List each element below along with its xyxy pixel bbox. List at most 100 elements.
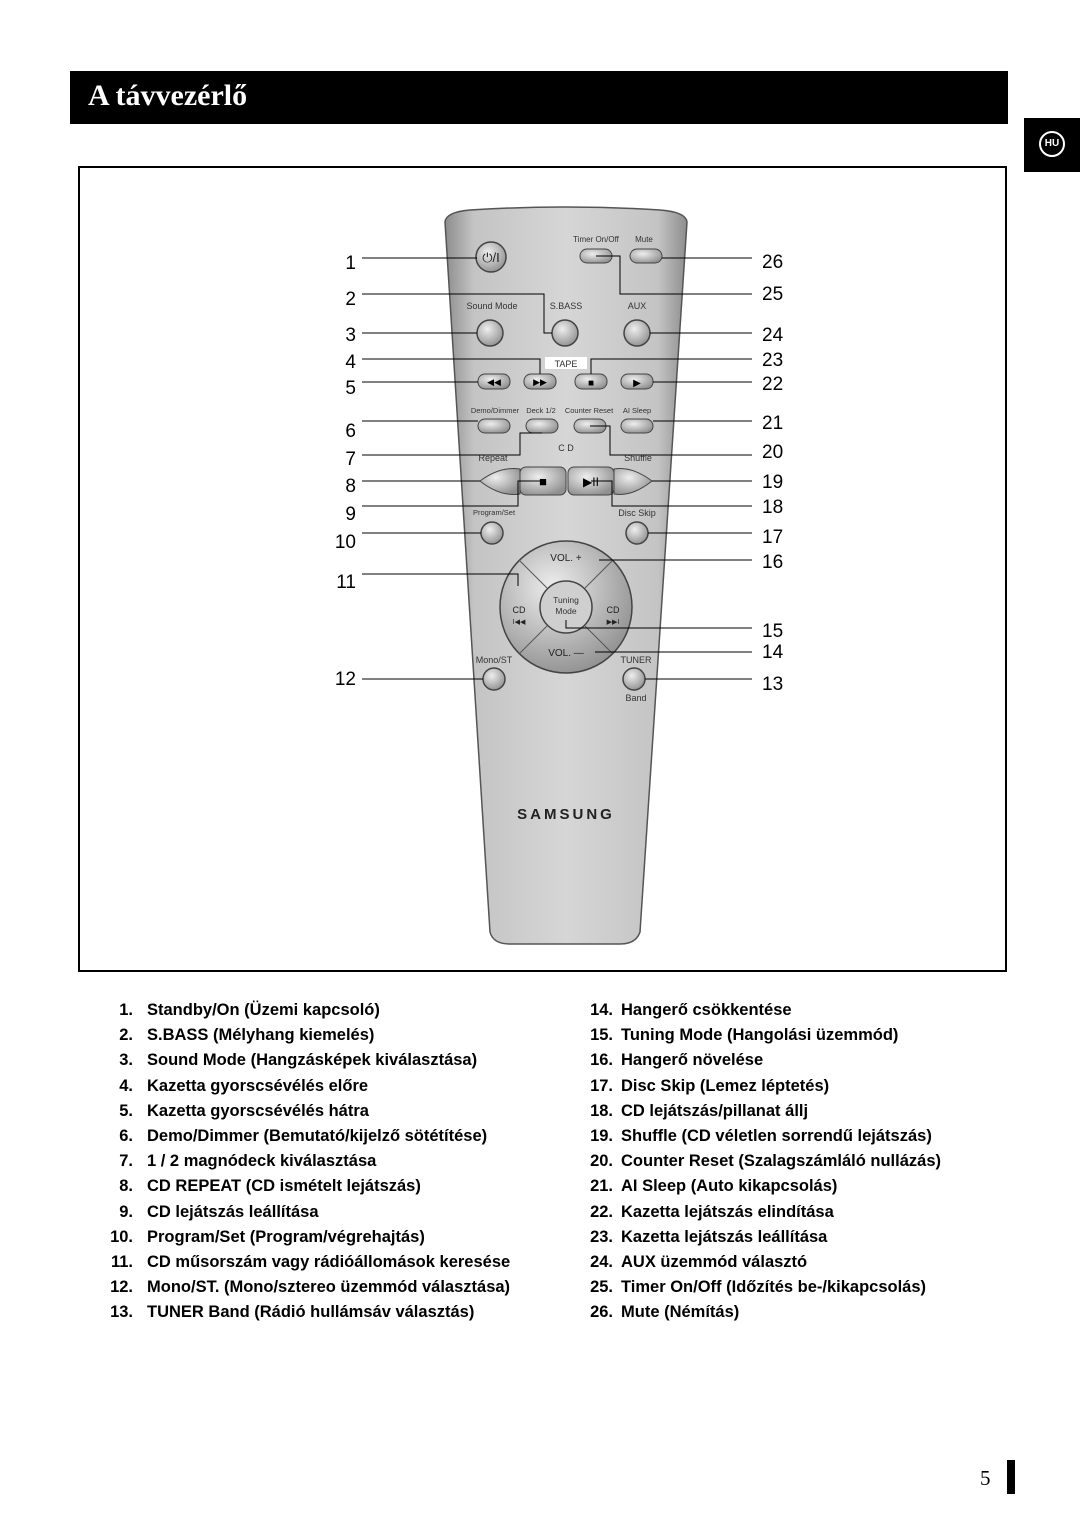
callout-20: 20 (762, 442, 784, 463)
legend-item: 22.Kazetta lejátszás elindítása (590, 1202, 834, 1221)
language-tab: HU (1024, 118, 1080, 172)
band-label: Band (625, 693, 646, 703)
tape-label: TAPE (555, 359, 578, 369)
ff-icon: ▶▶ (533, 377, 547, 387)
legend-item: 5.Kazetta gyorscsévélés hátra (119, 1101, 369, 1120)
callout-1: 1 (345, 253, 356, 274)
callout-25: 25 (762, 284, 784, 305)
mono-label: Mono/ST (476, 655, 513, 665)
shuffle-button (613, 468, 653, 495)
rew-icon: ◀◀ (487, 377, 501, 387)
legend-item: 24.AUX üzemmód választó (590, 1252, 808, 1271)
next-icon: ▶▶I (607, 619, 620, 626)
legend-item: 9.CD lejátszás leállítása (119, 1202, 319, 1221)
callout-21: 21 (762, 413, 784, 434)
timer-label: Timer On/Off (573, 235, 620, 244)
callout-8: 8 (345, 476, 356, 497)
callout-5: 5 (345, 378, 356, 399)
disc-skip-button (625, 521, 649, 545)
aux-button (623, 319, 651, 347)
callout-23: 23 (762, 350, 784, 371)
legend-item: 16.Hangerő növelése (590, 1051, 764, 1070)
legend-item: 8.CD REPEAT (CD ismételt lejátszás) (119, 1177, 421, 1196)
callout-9: 9 (345, 504, 356, 525)
legend-item: 6.Demo/Dimmer (Bemutató/kijelző sötétíté… (119, 1126, 488, 1145)
program-button (480, 521, 504, 545)
sbass-button (551, 319, 579, 347)
legend-right: 14.Hangerő csökkentése 15.Tuning Mode (H… (570, 1001, 941, 1328)
deck-label: Deck 1/2 (526, 406, 556, 415)
tuning-label: Tuning (553, 595, 579, 605)
prev-icon: I◀◀ (513, 619, 526, 626)
disc-skip-label: Disc Skip (618, 508, 656, 518)
legend-item: 12.Mono/ST. (Mono/sztereo üzemmód válasz… (110, 1278, 511, 1297)
cd-stop-icon: ■ (539, 474, 547, 489)
brand-logo: SAMSUNG (517, 806, 615, 823)
shuffle-label: Shuffle (624, 453, 652, 463)
remote-figure (78, 166, 1007, 972)
legend-item: 13.TUNER Band (Rádió hullámsáv választás… (110, 1303, 475, 1322)
legend-item: 14.Hangerő csökkentése (590, 1001, 792, 1019)
legend-item: 15.Tuning Mode (Hangolási üzemmód) (590, 1026, 899, 1045)
page-title: A távvezérlő (88, 79, 248, 112)
callout-10: 10 (334, 532, 356, 553)
callout-17: 17 (762, 527, 784, 548)
repeat-label: Repeat (478, 453, 508, 463)
legend-item: 3.Sound Mode (Hangzásképek kiválasztása) (119, 1051, 478, 1070)
mute-label: Mute (635, 235, 653, 244)
page-number: 5 (980, 1466, 991, 1490)
mono-button (482, 667, 506, 691)
program-label: Program/Set (473, 508, 516, 517)
power-icon: ⏻/I (482, 250, 500, 265)
vol-down-label: VOL. — (548, 648, 584, 659)
legend-item: 2.S.BASS (Mélyhang kiemelés) (119, 1026, 375, 1045)
legend-item: 20.Counter Reset (Szalagszámláló nullázá… (590, 1152, 942, 1171)
counter-label: Counter Reset (565, 406, 614, 415)
legend-item: 25.Timer On/Off (Időzítés be-/kikapcsolá… (590, 1278, 927, 1297)
legend-item: 1.Standby/On (Üzemi kapcsoló) (119, 1001, 380, 1019)
leader-lines-left (362, 257, 552, 680)
power-button (475, 241, 507, 273)
legend-item: 7.1 / 2 magnódeck kiválasztása (119, 1152, 377, 1171)
legend-left: 1.Standby/On (Üzemi kapcsoló) 2.S.BASS (… (96, 1001, 510, 1328)
tuning-mode-button (539, 580, 593, 634)
legend-item: 23.Kazetta lejátszás leállítása (590, 1227, 828, 1246)
callout-4: 4 (345, 352, 356, 373)
title-bar: A távvezérlő (70, 71, 1008, 124)
deck-button (525, 418, 559, 434)
callout-3: 3 (345, 325, 356, 346)
legend-item: 4.Kazetta gyorscsévélés előre (119, 1076, 369, 1095)
callout-14: 14 (762, 642, 784, 663)
demo-label: Demo/Dimmer (471, 406, 520, 415)
legend-item: 19.Shuffle (CD véletlen sorrendű lejátsz… (590, 1126, 932, 1145)
callout-18: 18 (762, 497, 784, 518)
callout-16: 16 (762, 552, 784, 573)
sbass-label: S.BASS (550, 301, 583, 311)
vol-up-label: VOL. + (550, 553, 582, 564)
callout-15: 15 (762, 621, 784, 642)
tuner-band-button (622, 667, 646, 691)
sound-mode-label: Sound Mode (466, 301, 517, 311)
page-marker-bar (1007, 1460, 1015, 1494)
demo-button (477, 418, 511, 434)
leader-lines-right (565, 255, 752, 680)
legend-item: 11.CD műsorszám vagy rádióállomások kere… (110, 1252, 511, 1271)
callout-2: 2 (345, 289, 356, 310)
cd-play-icon: ▶II (583, 475, 599, 489)
callout-26: 26 (762, 252, 784, 273)
callout-11: 11 (336, 572, 356, 593)
mode-label: Mode (555, 606, 577, 616)
aux-label: AUX (628, 301, 647, 311)
cd-right-label: CD (607, 605, 620, 615)
callout-7: 7 (345, 449, 356, 470)
callout-19: 19 (762, 472, 784, 493)
legend-item: 10.Program/Set (Program/végrehajtás) (110, 1227, 425, 1246)
callout-6: 6 (345, 421, 356, 442)
play-icon: ▶ (633, 378, 641, 389)
legend-item: 26.Mute (Némítás) (590, 1303, 740, 1322)
legend-item: 21.AI Sleep (Auto kikapcsolás) (590, 1177, 838, 1196)
ai-sleep-label: AI Sleep (623, 406, 651, 415)
stop-icon: ■ (588, 378, 594, 389)
callout-12: 12 (334, 669, 356, 690)
mute-button (629, 248, 663, 264)
